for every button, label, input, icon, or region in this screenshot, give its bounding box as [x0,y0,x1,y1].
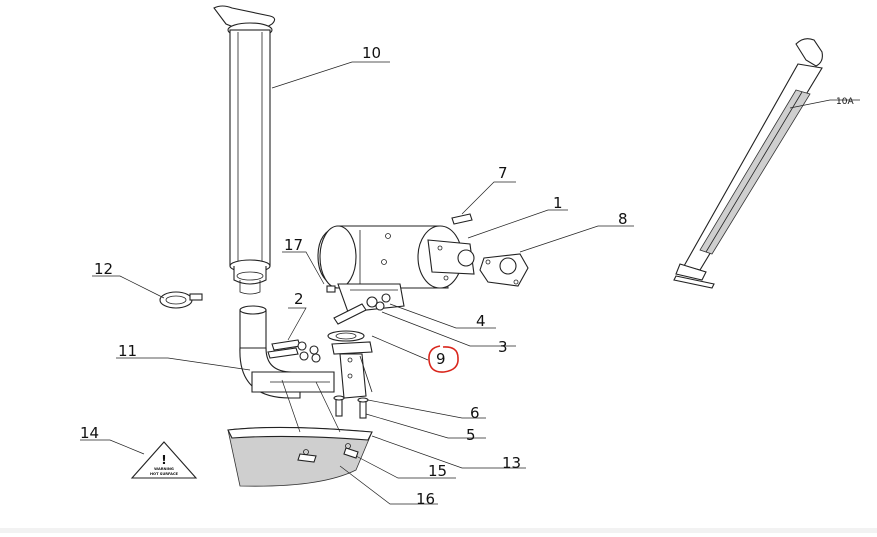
callout-5: 5 [466,426,476,444]
gasket-9 [327,330,373,355]
hardware-nuts-washers [333,293,391,325]
callout-labels: 10 10A 7 1 8 17 12 2 4 3 9 11 6 5 13 14 … [80,44,854,508]
callout-7: 7 [498,164,508,182]
callout-10: 10 [362,44,381,62]
callout-8: 8 [618,210,628,228]
hot-surface-text: HOT SURFACE [150,472,178,476]
muffler-body [317,225,475,313]
bolt-7 [451,213,473,225]
callout-13: 13 [502,454,521,472]
support-bracket [339,353,373,399]
callout-17: 17 [284,236,303,254]
callout-4: 4 [476,312,486,330]
callout-3: 3 [498,338,508,356]
callout-16: 16 [416,490,435,508]
clamp-bolts-2 [267,339,321,363]
leader-lines [80,61,860,505]
heat-shield [227,426,373,487]
warning-hot-surface-label: ! WARNING HOT SURFACE [130,441,198,479]
highlight-circle [428,345,459,373]
callout-6: 6 [470,404,480,422]
bottom-strip [0,528,877,533]
elbow-pipe [239,305,335,399]
exhaust-stack-pipe [213,5,276,295]
callout-2: 2 [294,290,304,308]
warning-text: WARNING [154,467,174,471]
callout-10a: 10A [836,97,854,107]
band-clamp [159,291,203,309]
callout-11: 11 [118,342,137,360]
alternate-exhaust-stack [673,38,823,289]
callout-12: 12 [94,260,113,278]
bolts-6-5 [333,395,369,419]
callout-14: 14 [80,424,99,442]
bolt-17 [326,285,336,293]
warning-symbol: ! [161,453,166,467]
outlet-flange-gasket [479,253,529,287]
callout-1: 1 [553,194,563,212]
callout-9: 9 [436,350,446,368]
callout-15: 15 [428,462,447,480]
